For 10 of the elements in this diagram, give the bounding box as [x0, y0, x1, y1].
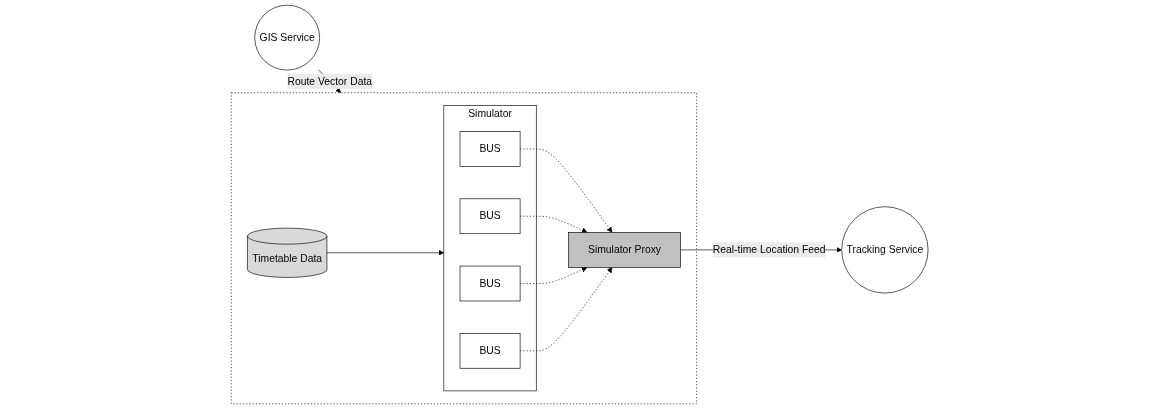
node-box: BUS: [460, 265, 521, 302]
node-circle: GIS Service: [254, 4, 321, 71]
node-box: BUS: [460, 131, 521, 167]
node-box: BUS: [460, 333, 521, 369]
node-box: BUS: [460, 198, 521, 235]
edge-label: Route Vector Data: [287, 75, 373, 87]
node-box: Simulator Proxy: [568, 232, 682, 268]
cluster: [231, 92, 698, 405]
edge-label: Real-time Location Feed: [713, 244, 826, 256]
node-circle: Tracking Service: [841, 206, 929, 294]
